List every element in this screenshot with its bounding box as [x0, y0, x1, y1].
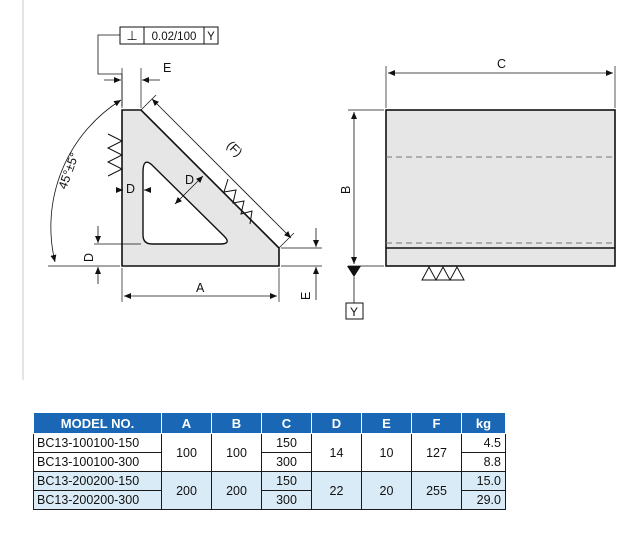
cell-c: 300	[261, 452, 312, 472]
header-a: A	[161, 412, 212, 434]
header-e: E	[361, 412, 412, 434]
dim-d-bottom: D	[82, 253, 96, 262]
header-model: MODEL NO.	[33, 412, 162, 434]
dim-a: A	[196, 281, 205, 295]
cell-kg: 4.5	[461, 433, 506, 453]
header-d: D	[311, 412, 362, 434]
dim-e-right: E	[299, 292, 313, 300]
side-view: ⊥ 0.02/100 Y E 45°±5° (F) D D D	[48, 26, 322, 302]
cell-a: 200	[161, 471, 212, 510]
cell-model: BC13-100100-150	[33, 433, 162, 453]
block-body	[385, 109, 616, 267]
perpendicularity-symbol: ⊥	[126, 28, 137, 43]
angle-label: 45°±5°	[56, 151, 82, 191]
dim-f: (F)	[224, 138, 245, 159]
dim-e-top: E	[163, 61, 171, 75]
dim-d-left: D	[126, 182, 135, 196]
cell-e: 10	[361, 433, 412, 472]
tolerance-value: 0.02/100	[152, 31, 197, 43]
header-b: B	[211, 412, 262, 434]
cell-a: 100	[161, 433, 212, 472]
table-header: MODEL NO. A B C D E F kg	[33, 412, 506, 434]
cell-b: 200	[211, 471, 262, 510]
spec-table: MODEL NO. A B C D E F kg BC13-100100-150…	[33, 412, 506, 510]
cell-d: 14	[311, 433, 362, 472]
datum-y: Y	[350, 305, 358, 319]
table-row: BC13-200200-300 300 29.0	[33, 490, 506, 510]
header-c: C	[261, 412, 312, 434]
cell-b: 100	[211, 433, 262, 472]
cell-kg: 8.8	[461, 452, 506, 472]
cell-kg: 29.0	[461, 490, 506, 510]
header-f: F	[411, 412, 462, 434]
cell-c: 150	[261, 433, 312, 453]
tolerance-datum: Y	[207, 31, 215, 43]
surface-mark-bottom	[421, 265, 465, 282]
dim-b: B	[339, 186, 353, 194]
cell-model: BC13-200200-300	[33, 490, 162, 510]
cell-c: 300	[261, 490, 312, 510]
cell-f: 255	[411, 471, 462, 510]
cell-d: 22	[311, 471, 362, 510]
page-left-rule	[22, 0, 24, 380]
dim-c: C	[497, 57, 506, 71]
dim-d-hypotenuse: D	[185, 173, 194, 187]
cell-model: BC13-200200-150	[33, 471, 162, 491]
table-row: BC13-100100-150 100 100 150 14 10 127 4.…	[33, 433, 506, 472]
surface-mark-left	[106, 133, 124, 177]
front-view: C B Y	[339, 57, 616, 320]
header-kg: kg	[461, 412, 506, 434]
cell-c: 150	[261, 471, 312, 491]
cell-f: 127	[411, 433, 462, 472]
technical-drawing: ⊥ 0.02/100 Y E 45°±5° (F) D D D	[48, 26, 616, 320]
cell-model: BC13-100100-300	[33, 452, 162, 472]
cell-kg: 15.0	[461, 471, 506, 491]
table-row: BC13-200200-150 200 200 150 22 20 255 15…	[33, 471, 506, 510]
table-row: BC13-100100-300 300 8.8	[33, 452, 506, 472]
cell-e: 20	[361, 471, 412, 510]
